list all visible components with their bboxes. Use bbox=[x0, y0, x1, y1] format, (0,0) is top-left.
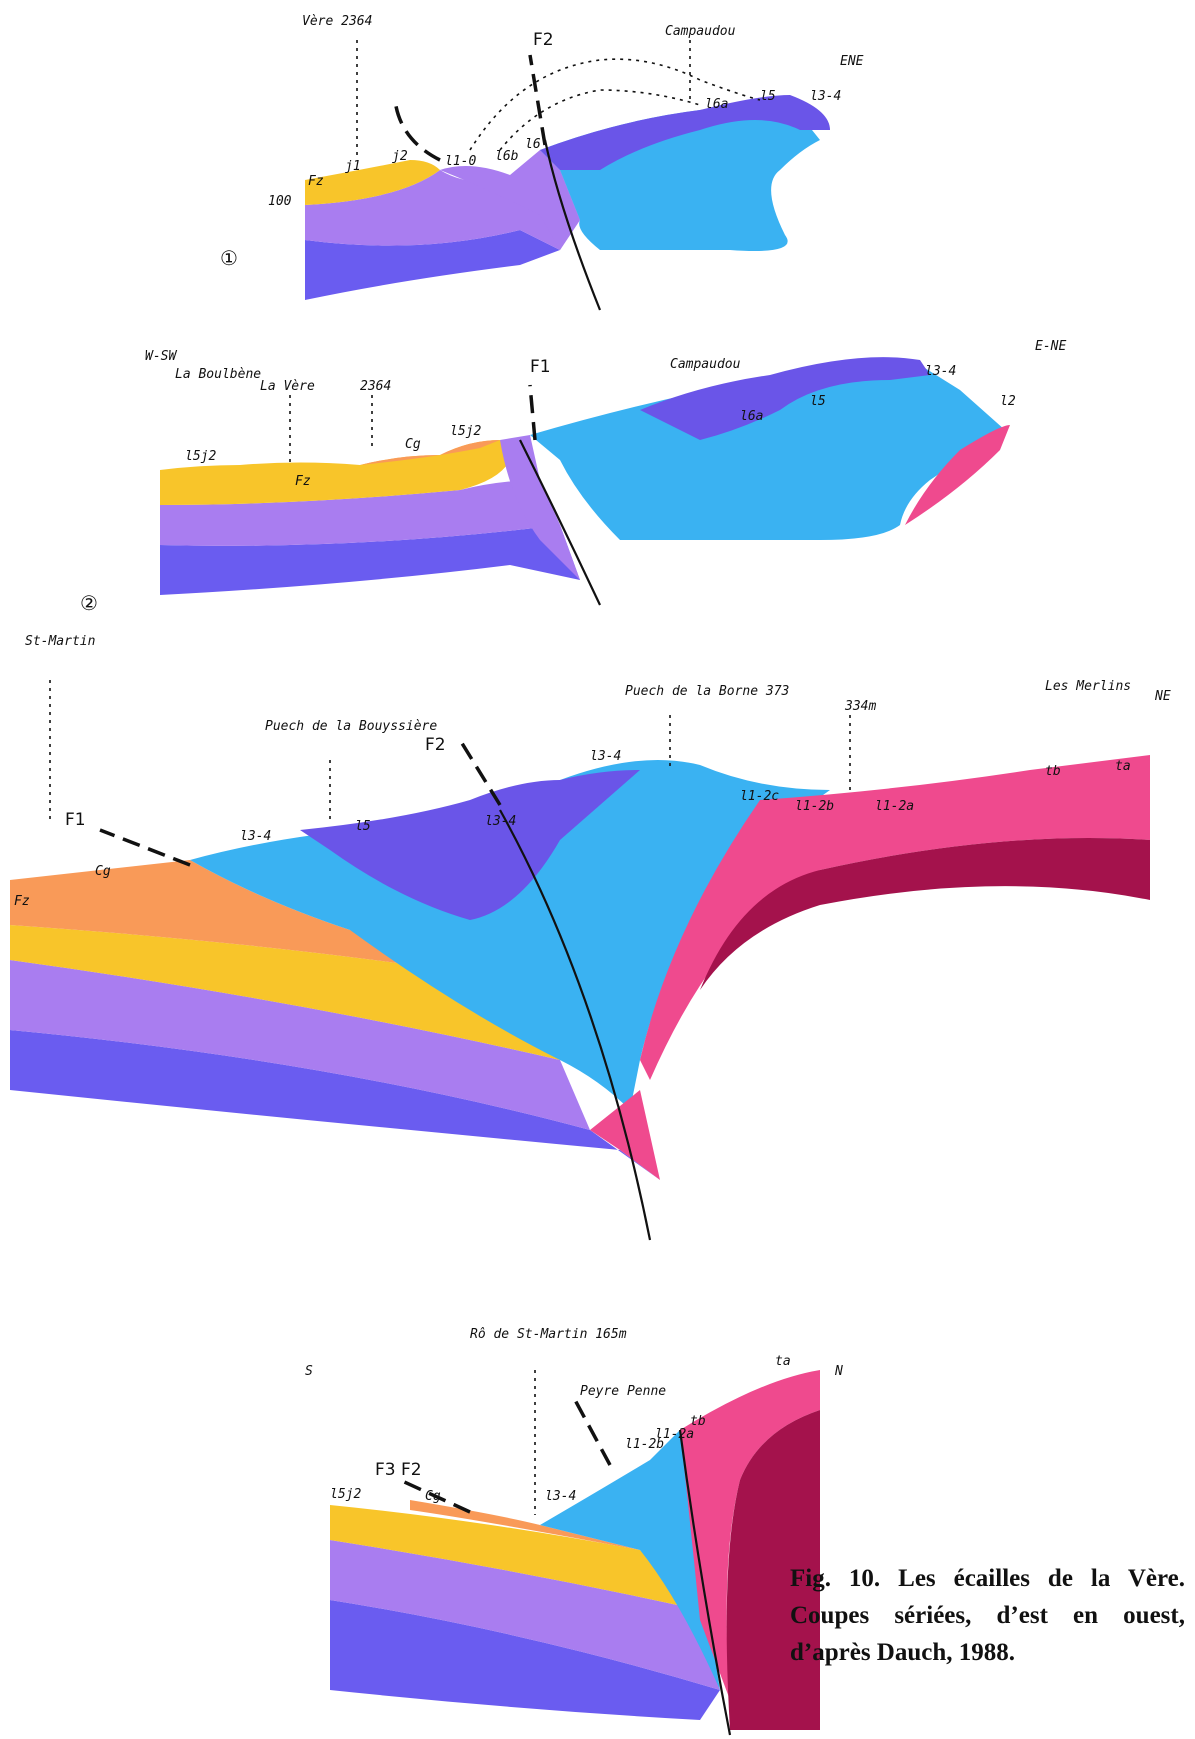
fault-arrow-n bbox=[575, 1400, 610, 1465]
label-l5j2b: l5j2 bbox=[450, 424, 481, 439]
label-l3-4: l3-4 bbox=[545, 1489, 576, 1504]
cross-section-1: ① Vère 2364 F2 Campaudou ENE 100 Fz j1 j… bbox=[0, 0, 1195, 330]
label-tb: tb bbox=[690, 1414, 706, 1429]
fault-arrow-f1 bbox=[100, 830, 190, 865]
section-number-2: ② bbox=[80, 591, 98, 615]
label-tb: tb bbox=[1045, 764, 1061, 779]
figure-caption: Fig. 10. Les écailles de la Vère. Coupes… bbox=[790, 1560, 1185, 1671]
cross-section-3-drawing: St-Martin F1 Cg Fz Puech de la Bouyssièr… bbox=[0, 730, 1195, 1290]
label-l3-4a: l3-4 bbox=[240, 829, 271, 844]
label-puech-borne: Puech de la Borne 373 bbox=[625, 684, 789, 699]
label-j2: j2 bbox=[392, 149, 408, 164]
label-ene: E-NE bbox=[1035, 339, 1066, 354]
label-l5: l5 bbox=[760, 89, 776, 104]
label-ta: ta bbox=[775, 1354, 791, 1369]
label-f1: F1 bbox=[530, 357, 551, 377]
label-l6a: l6a bbox=[705, 97, 728, 112]
section-number-1: ① bbox=[220, 246, 238, 270]
cross-section-4: S N Rô de St-Martin 165m Peyre Penne F3 … bbox=[0, 1300, 1195, 1739]
label-l6b: l6b bbox=[495, 149, 519, 164]
label-l5: l5 bbox=[810, 394, 826, 409]
label-cg: Cg bbox=[425, 1489, 441, 1504]
fault-arrow-f1 bbox=[530, 385, 535, 440]
label-cg: Cg bbox=[405, 437, 421, 452]
label-roc: Rô de St-Martin 165m bbox=[470, 1327, 627, 1342]
label-ta: ta bbox=[1115, 759, 1131, 774]
label-fz: Fz bbox=[14, 894, 30, 909]
cross-section-2-drawing: ② W-SW La Boulbène La Vère 2364 F1 Campa… bbox=[0, 340, 1195, 670]
label-ne: NE bbox=[1154, 689, 1171, 704]
label-vere: Vère 2364 bbox=[302, 14, 372, 29]
label-bouyssiere: Puech de la Bouyssière bbox=[265, 719, 437, 734]
label-l6: l6 bbox=[525, 137, 541, 152]
label-l3-4: l3-4 bbox=[925, 364, 956, 379]
label-merlins: Les Merlins bbox=[1045, 679, 1131, 694]
label-l3-4c: l3-4 bbox=[590, 749, 621, 764]
label-fz: Fz bbox=[308, 174, 324, 189]
label-peyre: Peyre Penne bbox=[580, 1384, 666, 1399]
label-ene: ENE bbox=[840, 54, 864, 69]
label-l2: l2 bbox=[1000, 394, 1016, 409]
label-campaudou: Campaudou bbox=[670, 357, 741, 372]
fault-arrow-f2 bbox=[530, 55, 545, 145]
cross-section-2: ② W-SW La Boulbène La Vère 2364 F1 Campa… bbox=[0, 340, 1195, 670]
label-l1-2b: l1-2b bbox=[795, 799, 834, 814]
label-wsw: W-SW bbox=[145, 349, 177, 364]
label-l3-4: l3-4 bbox=[810, 89, 841, 104]
label-alt-100: 100 bbox=[268, 194, 292, 209]
label-alt: 2364 bbox=[360, 379, 391, 394]
label-l5: l5 bbox=[355, 819, 371, 834]
label-l1-2c: l1-2c bbox=[740, 789, 779, 804]
label-campaudou: Campaudou bbox=[665, 24, 736, 39]
fault-arrow-f2 bbox=[460, 740, 500, 805]
cross-section-4-drawing: S N Rô de St-Martin 165m Peyre Penne F3 … bbox=[0, 1300, 1195, 1739]
label-j1: j1 bbox=[345, 159, 361, 174]
label-stmartin: St-Martin bbox=[25, 634, 95, 649]
label-l1-0: l1-0 bbox=[445, 154, 476, 169]
label-l6a: l6a bbox=[740, 409, 763, 424]
label-f2: F2 bbox=[425, 735, 446, 755]
cross-section-3: St-Martin F1 Cg Fz Puech de la Bouyssièr… bbox=[0, 730, 1195, 1290]
label-alt: 334m bbox=[844, 699, 876, 714]
label-l3-4b: l3-4 bbox=[485, 814, 516, 829]
label-l5j2: l5j2 bbox=[185, 449, 216, 464]
label-lavere: La Vère bbox=[260, 379, 315, 394]
label-l5j2: l5j2 bbox=[330, 1487, 361, 1502]
label-f2: F2 bbox=[533, 30, 554, 50]
label-cg: Cg bbox=[95, 864, 111, 879]
label-l1-2a: l1-2a bbox=[655, 1427, 694, 1442]
label-f1: F1 bbox=[65, 810, 86, 830]
cross-section-1-drawing: ① Vère 2364 F2 Campaudou ENE 100 Fz j1 j… bbox=[0, 0, 1195, 330]
label-l1-2a: l1-2a bbox=[875, 799, 914, 814]
label-boulbene: La Boulbène bbox=[175, 367, 261, 382]
label-fz: Fz bbox=[295, 474, 311, 489]
label-n: N bbox=[834, 1364, 843, 1379]
label-f3f2: F3 F2 bbox=[375, 1460, 422, 1480]
label-s: S bbox=[305, 1364, 313, 1379]
